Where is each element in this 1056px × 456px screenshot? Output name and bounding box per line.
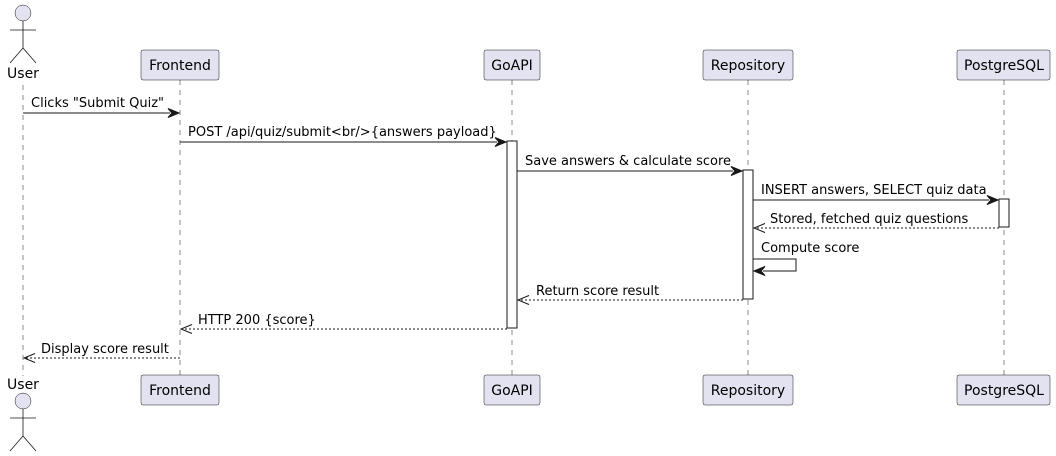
participant-label-repository-bottom: Repository	[711, 383, 785, 399]
message-save-answers: Save answers & calculate score	[517, 154, 744, 176]
participant-label-postgresql: PostgreSQL	[964, 58, 1044, 74]
participant-label-repository: Repository	[711, 58, 785, 74]
participant-label-postgresql-bottom: PostgreSQL	[964, 383, 1044, 399]
message-label: Return score result	[536, 284, 659, 299]
participant-label-user: User	[7, 66, 39, 82]
message-submit-click: Clicks "Submit Quiz"	[23, 96, 181, 118]
lifelines	[22, 80, 1005, 376]
message-post-submit: POST /api/quiz/submit<br/>{answers paylo…	[180, 125, 508, 147]
actor-user-top: User	[7, 4, 39, 82]
participant-repository-bottom: Repository	[702, 374, 794, 406]
message-stored-fetched: Stored, fetched quiz questions	[752, 212, 999, 233]
message-label: Clicks "Submit Quiz"	[31, 96, 164, 111]
message-label: POST /api/quiz/submit<br/>{answers paylo…	[188, 125, 497, 140]
arrow-left-icon	[752, 266, 766, 276]
message-display-result: Display score result	[22, 342, 180, 363]
participants-bottom: User Frontend GoAPI Repository PostgreSQ…	[7, 374, 1051, 452]
arrow-right-icon	[167, 108, 181, 118]
participant-frontend-top: Frontend	[140, 49, 220, 81]
message-compute-score: Compute score	[752, 241, 859, 276]
actor-head-icon	[14, 392, 32, 410]
arrow-left-icon	[752, 223, 766, 233]
participant-frontend-bottom: Frontend	[140, 374, 220, 406]
participant-postgresql-bottom: PostgreSQL	[956, 374, 1051, 406]
actor-head-icon	[14, 4, 32, 22]
activations	[506, 140, 1010, 329]
message-label: INSERT answers, SELECT quiz data	[761, 183, 987, 198]
participant-repository-top: Repository	[702, 49, 794, 81]
activation-repository	[742, 169, 754, 300]
participant-label-goapi: GoAPI	[491, 58, 533, 74]
messages: Clicks "Submit Quiz" POST /api/quiz/subm…	[22, 96, 1000, 363]
participant-postgresql-top: PostgreSQL	[956, 49, 1051, 81]
participant-goapi-bottom: GoAPI	[483, 374, 541, 406]
participant-label-frontend-bottom: Frontend	[149, 383, 211, 399]
message-http-200: HTTP 200 {score}	[179, 313, 507, 334]
arrow-left-icon	[516, 295, 530, 305]
arrow-left-icon	[22, 353, 36, 363]
participant-label-frontend: Frontend	[149, 58, 211, 74]
message-label: Compute score	[761, 241, 859, 256]
participant-label-user-bottom: User	[7, 377, 39, 393]
message-insert-select: INSERT answers, SELECT quiz data	[753, 183, 1000, 205]
message-label: Display score result	[41, 342, 169, 357]
arrow-right-icon	[730, 166, 744, 176]
arrow-right-icon	[986, 195, 1000, 205]
arrow-right-icon	[494, 137, 508, 147]
message-label: Stored, fetched quiz questions	[770, 212, 969, 227]
participant-goapi-top: GoAPI	[483, 49, 541, 81]
participants-top: User Frontend GoAPI Repository PostgreSQ…	[7, 4, 1051, 82]
activation-postgresql	[998, 198, 1010, 228]
participant-label-goapi-bottom: GoAPI	[491, 383, 533, 399]
message-return-score: Return score result	[516, 284, 743, 305]
activation-goapi	[506, 140, 518, 329]
arrow-left-icon	[179, 324, 193, 334]
actor-user-bottom: User	[7, 377, 39, 452]
message-label: Save answers & calculate score	[525, 154, 731, 169]
message-label: HTTP 200 {score}	[198, 313, 316, 328]
